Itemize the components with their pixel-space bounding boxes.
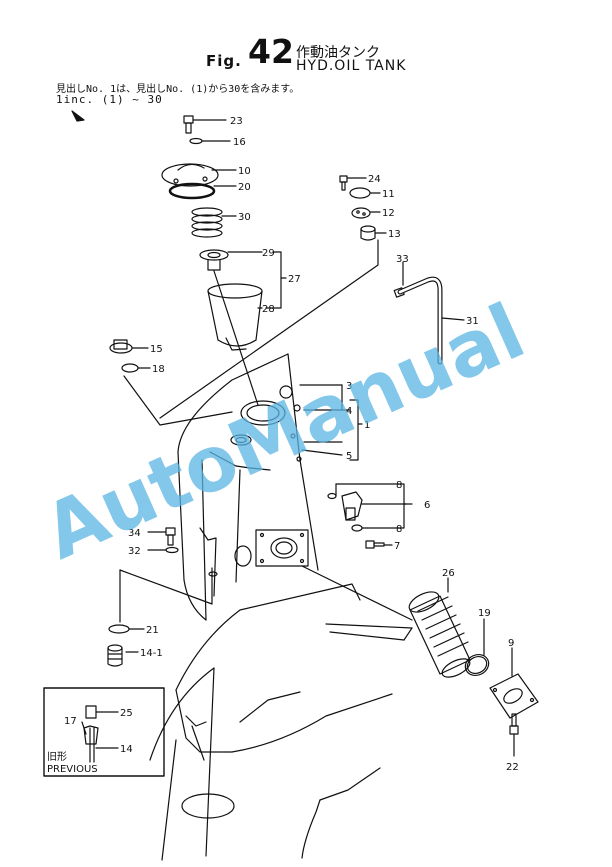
figure-prefix: Fig. [206, 52, 242, 70]
callout-33: 33 [396, 254, 409, 265]
callout-13: 13 [388, 229, 401, 240]
callout-25: 25 [120, 708, 133, 719]
inset-label-english: PREVIOUS [47, 764, 98, 775]
callout-20: 20 [238, 182, 251, 193]
callout-15: 15 [150, 344, 163, 355]
callout-7: 7 [394, 541, 400, 552]
part-14-1-drain-plug [107, 644, 139, 667]
hydraulic-tank-body [119, 353, 319, 623]
part-13-bushing [360, 225, 387, 241]
direction-arrow [71, 110, 85, 122]
part-29-guide-line [213, 270, 259, 406]
previous-type-inset [43, 687, 165, 777]
part-12-plate [351, 207, 381, 219]
callout-31: 31 [466, 316, 479, 327]
callout-labels: 23 16 10 20 30 29 27 28 24 11 12 13 33 3… [47, 116, 519, 775]
part-23-bolt [183, 115, 227, 134]
part-34-bolt [147, 527, 176, 546]
part-15-guide-line [123, 375, 233, 426]
callout-21: 21 [146, 625, 159, 636]
bracket-27 [265, 251, 287, 309]
part-20-gasket [168, 182, 237, 200]
callout-5: 5 [346, 451, 352, 462]
part-8-washer-upper [327, 483, 405, 529]
callout-18: 18 [152, 364, 165, 375]
callout-9: 9 [508, 638, 514, 649]
callout-30: 30 [238, 212, 251, 223]
part-7-bolt [365, 540, 393, 549]
bracket-1-group [299, 384, 363, 461]
part-9-cover [489, 647, 539, 719]
machine-frame [149, 583, 413, 861]
part-15-breather-plug [109, 339, 149, 354]
part-8-washer-lower [351, 503, 413, 532]
callout-24: 24 [368, 174, 381, 185]
callout-29: 29 [262, 248, 275, 259]
part-31-leader [441, 317, 465, 321]
callout-32: 32 [128, 546, 141, 557]
callout-11: 11 [382, 189, 395, 200]
callout-23: 23 [230, 116, 243, 127]
part-29-valve [199, 249, 263, 271]
inset-label-japanese: 旧形 [47, 751, 67, 763]
part-22-bolt [509, 713, 519, 757]
callout-3: 3 [346, 381, 352, 392]
callout-16: 16 [233, 137, 246, 148]
part-32-washer [147, 546, 179, 554]
part-16-washer [189, 137, 231, 145]
callout-8a: 8 [396, 480, 402, 491]
callout-22: 22 [506, 762, 519, 773]
inclusion-note-japanese: 見出しNo. 1は、見出しNo. (1)から30を含みます。 [56, 84, 300, 95]
callout-1: 1 [364, 420, 370, 431]
callout-27: 27 [288, 274, 301, 285]
callout-14-1: 14-1 [140, 648, 163, 659]
callout-17: 17 [64, 716, 77, 727]
part-6-bracket [341, 491, 407, 521]
figure-number: 42 [248, 32, 294, 71]
part-30-spring [191, 207, 237, 238]
part-10-cap [161, 163, 237, 187]
figure-title-english: HYD.OIL TANK [296, 58, 407, 74]
callout-34: 34 [128, 528, 141, 539]
callout-4: 4 [346, 406, 352, 417]
part-24-screw [339, 175, 367, 191]
watermark: AutoManual [31, 286, 537, 576]
callout-10: 10 [238, 166, 251, 177]
part-26-filter [408, 577, 471, 678]
part-19-o-ring [464, 618, 490, 677]
part-11-cap [349, 187, 381, 199]
figure-title-japanese: 作動油タンク [296, 45, 380, 61]
inclusion-note-english: 1inc. (1) ~ 30 [56, 93, 163, 106]
part-13-guide-line [159, 239, 379, 419]
callout-8b: 8 [396, 524, 402, 535]
callout-14: 14 [120, 744, 133, 755]
callout-28: 28 [262, 304, 275, 315]
callout-19: 19 [478, 608, 491, 619]
callout-6: 6 [424, 500, 430, 511]
part-28-strainer [207, 283, 263, 351]
callout-26: 26 [442, 568, 455, 579]
part-21-o-ring [108, 624, 145, 634]
filter-guide-line [301, 565, 413, 621]
callout-12: 12 [382, 208, 395, 219]
part-18-o-ring [121, 363, 151, 373]
